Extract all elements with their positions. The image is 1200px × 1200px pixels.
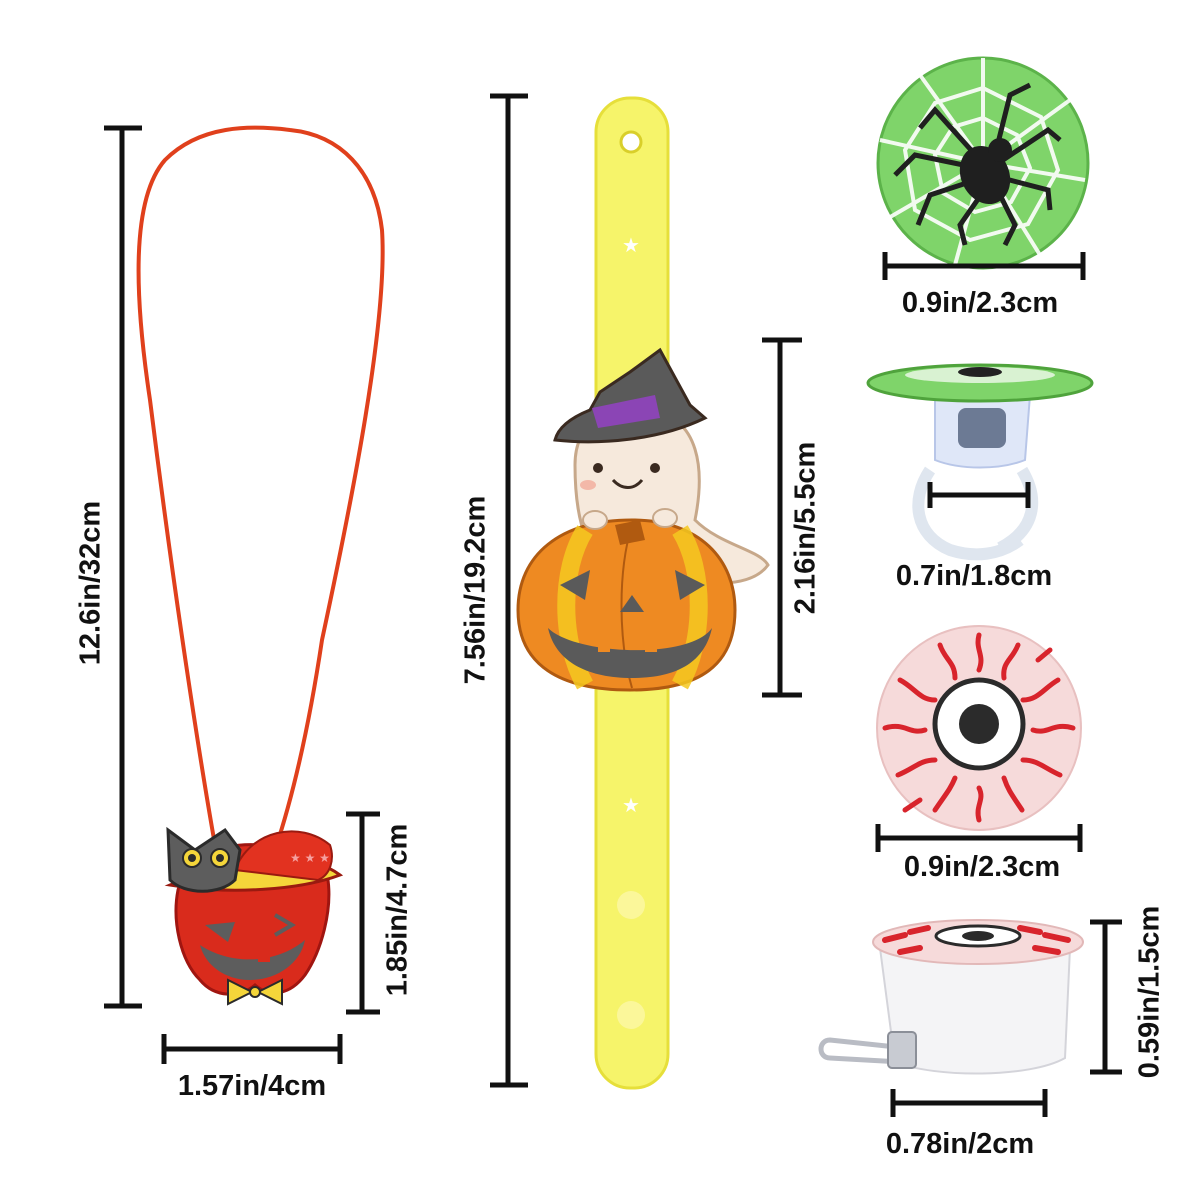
- svg-text:★: ★: [622, 793, 640, 817]
- witch-hat: [553, 347, 708, 444]
- eyeball-pin-side: [818, 919, 1084, 1075]
- pendant-width-label: 1.57in/4cm: [177, 1070, 327, 1102]
- eyeball-pin-top: [876, 625, 1082, 831]
- spider-ring-top: [876, 56, 1090, 270]
- necklace-cord: [136, 125, 385, 851]
- bracelet-length-label: 7.56in/19.2cm: [459, 495, 492, 685]
- necklace-height-label: 12.6in/32cm: [74, 500, 107, 666]
- pendant-height-label: 1.85in/4.7cm: [381, 823, 414, 997]
- svg-text:★: ★: [622, 233, 640, 257]
- pumpkin-cat-pendant: ★ ★ ★: [164, 826, 344, 1006]
- svg-text:★ ★ ★: ★ ★ ★: [290, 851, 330, 865]
- charm-height-label: 2.16in/5.5cm: [789, 441, 822, 615]
- spider-ring-side: [866, 363, 1094, 561]
- light-up-bracelet: ★ ★: [516, 96, 770, 1090]
- safety-pin-icon: [818, 1031, 917, 1069]
- dimension-lines: [104, 93, 1122, 1117]
- necklace: ★ ★ ★: [136, 125, 385, 1006]
- eyeball-diameter-label: 0.9in/2.3cm: [903, 851, 1061, 883]
- ring-top-diameter-label: 0.9in/2.3cm: [901, 287, 1059, 319]
- ring-band-width-label: 0.7in/1.8cm: [895, 560, 1053, 592]
- eyeball-base-width-label: 0.78in/2cm: [885, 1128, 1035, 1160]
- eyeball-thickness-label: 0.59in/1.5cm: [1133, 905, 1166, 1079]
